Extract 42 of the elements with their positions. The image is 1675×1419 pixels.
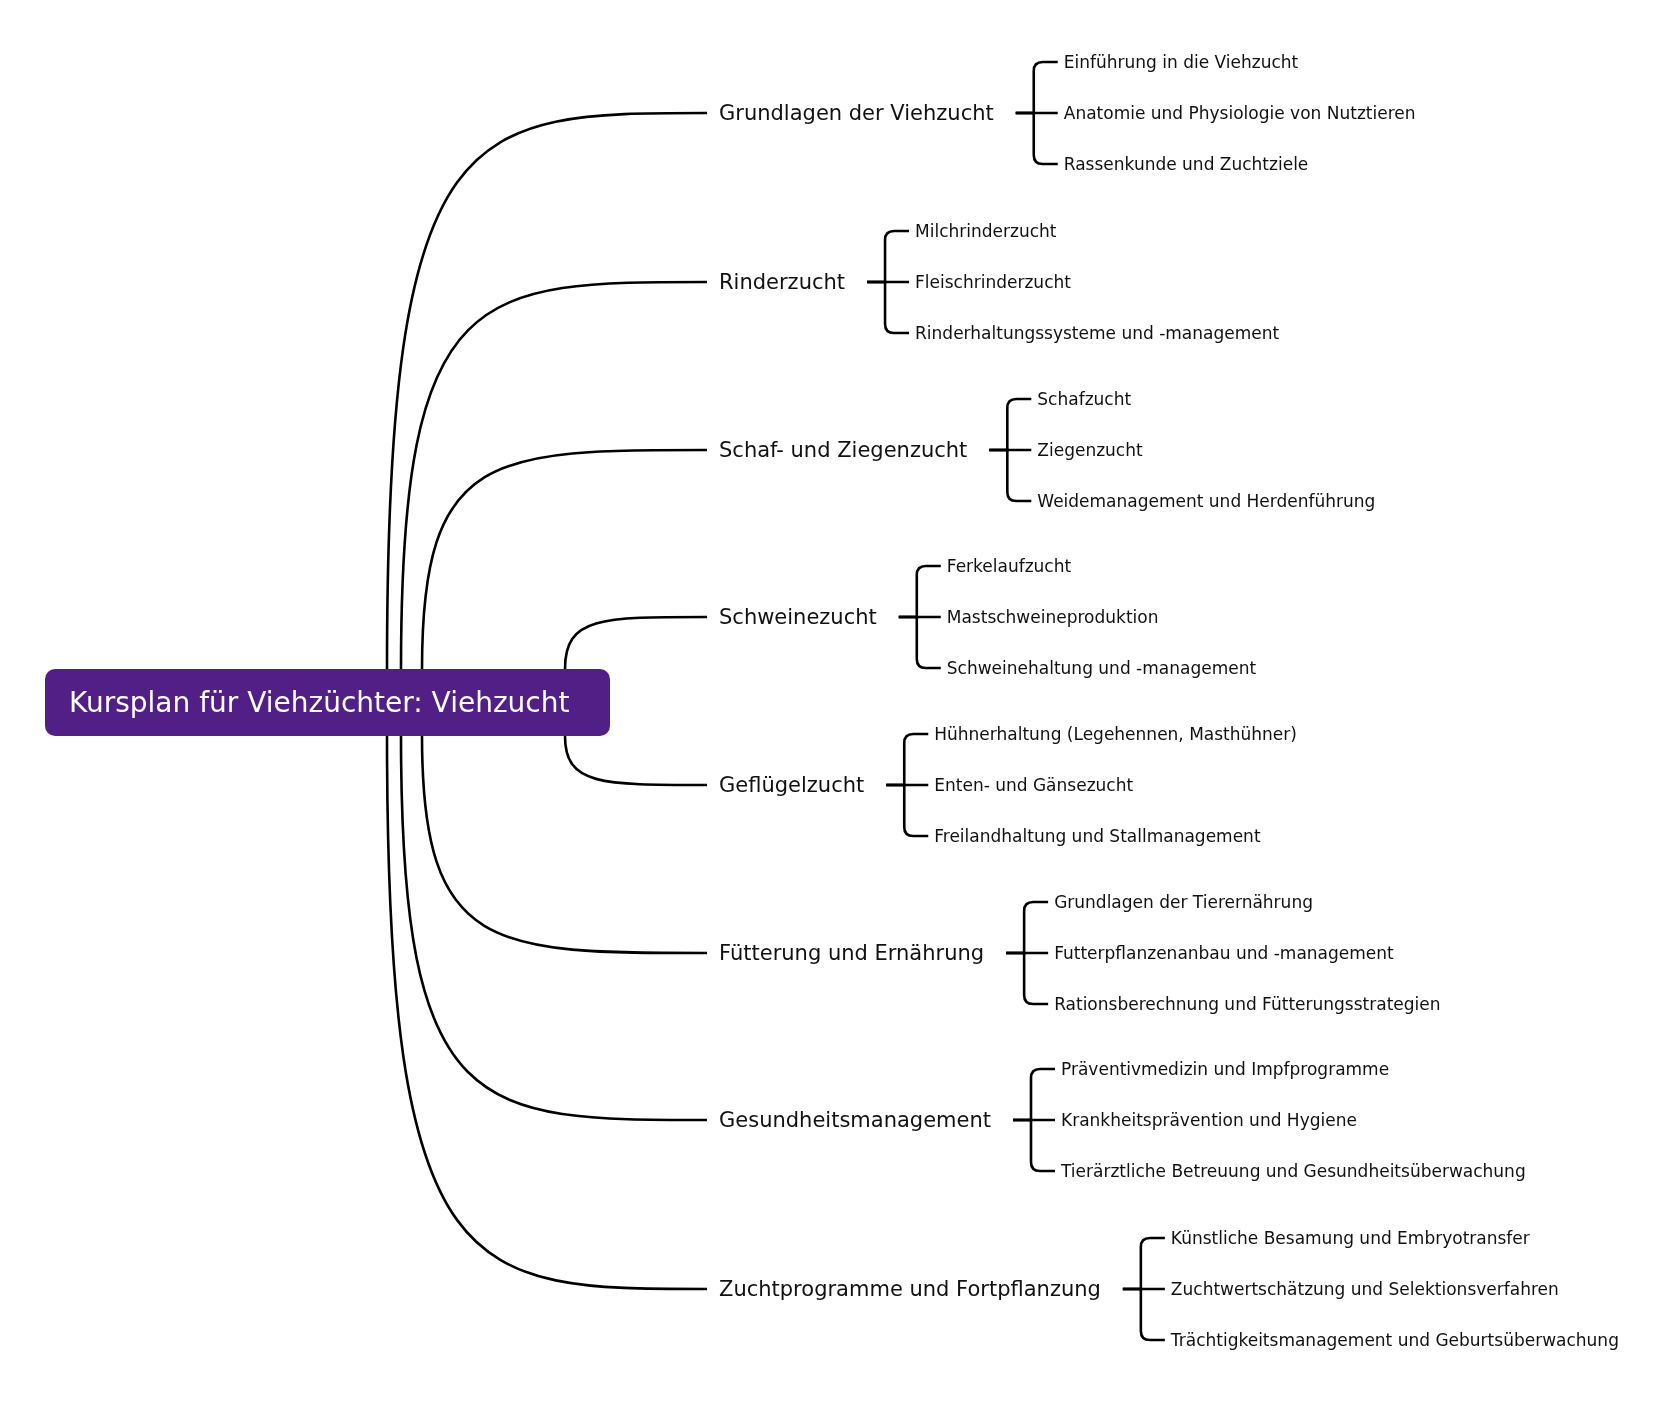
connector-line: [385, 736, 707, 1291]
branch-topic: Geflügelzucht: [719, 771, 865, 799]
subtopic: Rinderhaltungssysteme und -management: [915, 321, 1280, 345]
subtopic: Fleischrinderzucht: [915, 270, 1071, 294]
root-topic: Kursplan für Viehzüchter: Viehzucht: [45, 669, 610, 736]
subtopic: Präventivmedizin und Impfprogramme: [1061, 1057, 1390, 1081]
branch-topic: Schweinezucht: [719, 603, 877, 631]
branch-topic: Grundlagen der Viehzucht: [719, 99, 994, 127]
subtopic: Hühnerhaltung (Legehennen, Masthühner): [934, 722, 1297, 746]
subtopic: Milchrinderzucht: [915, 219, 1057, 243]
subtopic: Grundlagen der Tierernährung: [1054, 890, 1313, 914]
subtopic: Anatomie und Physiologie von Nutztieren: [1063, 101, 1416, 125]
connector-line: [399, 735, 707, 1122]
subtopic: Schafzucht: [1037, 387, 1132, 411]
connector-line: [420, 735, 707, 955]
subtopic: Rationsberechnung und Fütterungsstrategien: [1054, 992, 1441, 1016]
connector-line: [563, 615, 707, 670]
connector-line: [563, 735, 707, 787]
subtopic: Trächtigkeitsmanagement und Geburtsüberwachung: [1170, 1328, 1619, 1352]
bracket-line: [1015, 111, 1058, 166]
subtopic: Künstliche Besamung und Embryotransfer: [1170, 1226, 1530, 1250]
subtopic: Tierärztliche Betreuung und Gesundheitsüberwachung: [1061, 1159, 1526, 1183]
connector-line: [385, 111, 707, 669]
subtopic: Schweinehaltung und -management: [946, 656, 1257, 680]
connector-line: [399, 280, 707, 670]
branch-topic: Schaf- und Ziegenzucht: [719, 436, 968, 464]
subtopic: Ferkelaufzucht: [946, 554, 1072, 578]
subtopic: Freilandhaltung und Stallmanagement: [934, 824, 1261, 848]
subtopic: Rassenkunde und Zuchtziele: [1063, 152, 1309, 176]
branch-topic: Rinderzucht: [719, 268, 846, 296]
subtopic: Krankheitsprävention und Hygiene: [1061, 1108, 1357, 1132]
connector-line: [420, 448, 707, 670]
subtopic: Enten- und Gänsezucht: [934, 773, 1134, 797]
subtopic: Mastschweineproduktion: [946, 605, 1159, 629]
branch-topic: Zuchtprogramme und Fortpflanzung: [719, 1275, 1101, 1303]
subtopic: Einführung in die Viehzucht: [1063, 50, 1299, 74]
subtopic: Ziegenzucht: [1037, 438, 1143, 462]
subtopic: Futterpflanzenanbau und -management: [1054, 941, 1394, 965]
branch-topic: Fütterung und Ernährung: [719, 939, 985, 967]
subtopic: Zuchtwertschätzung und Selektionsverfahren: [1170, 1277, 1559, 1301]
subtopic: Weidemanagement und Herdenführung: [1037, 489, 1376, 513]
branch-topic: Gesundheitsmanagement: [719, 1106, 991, 1134]
